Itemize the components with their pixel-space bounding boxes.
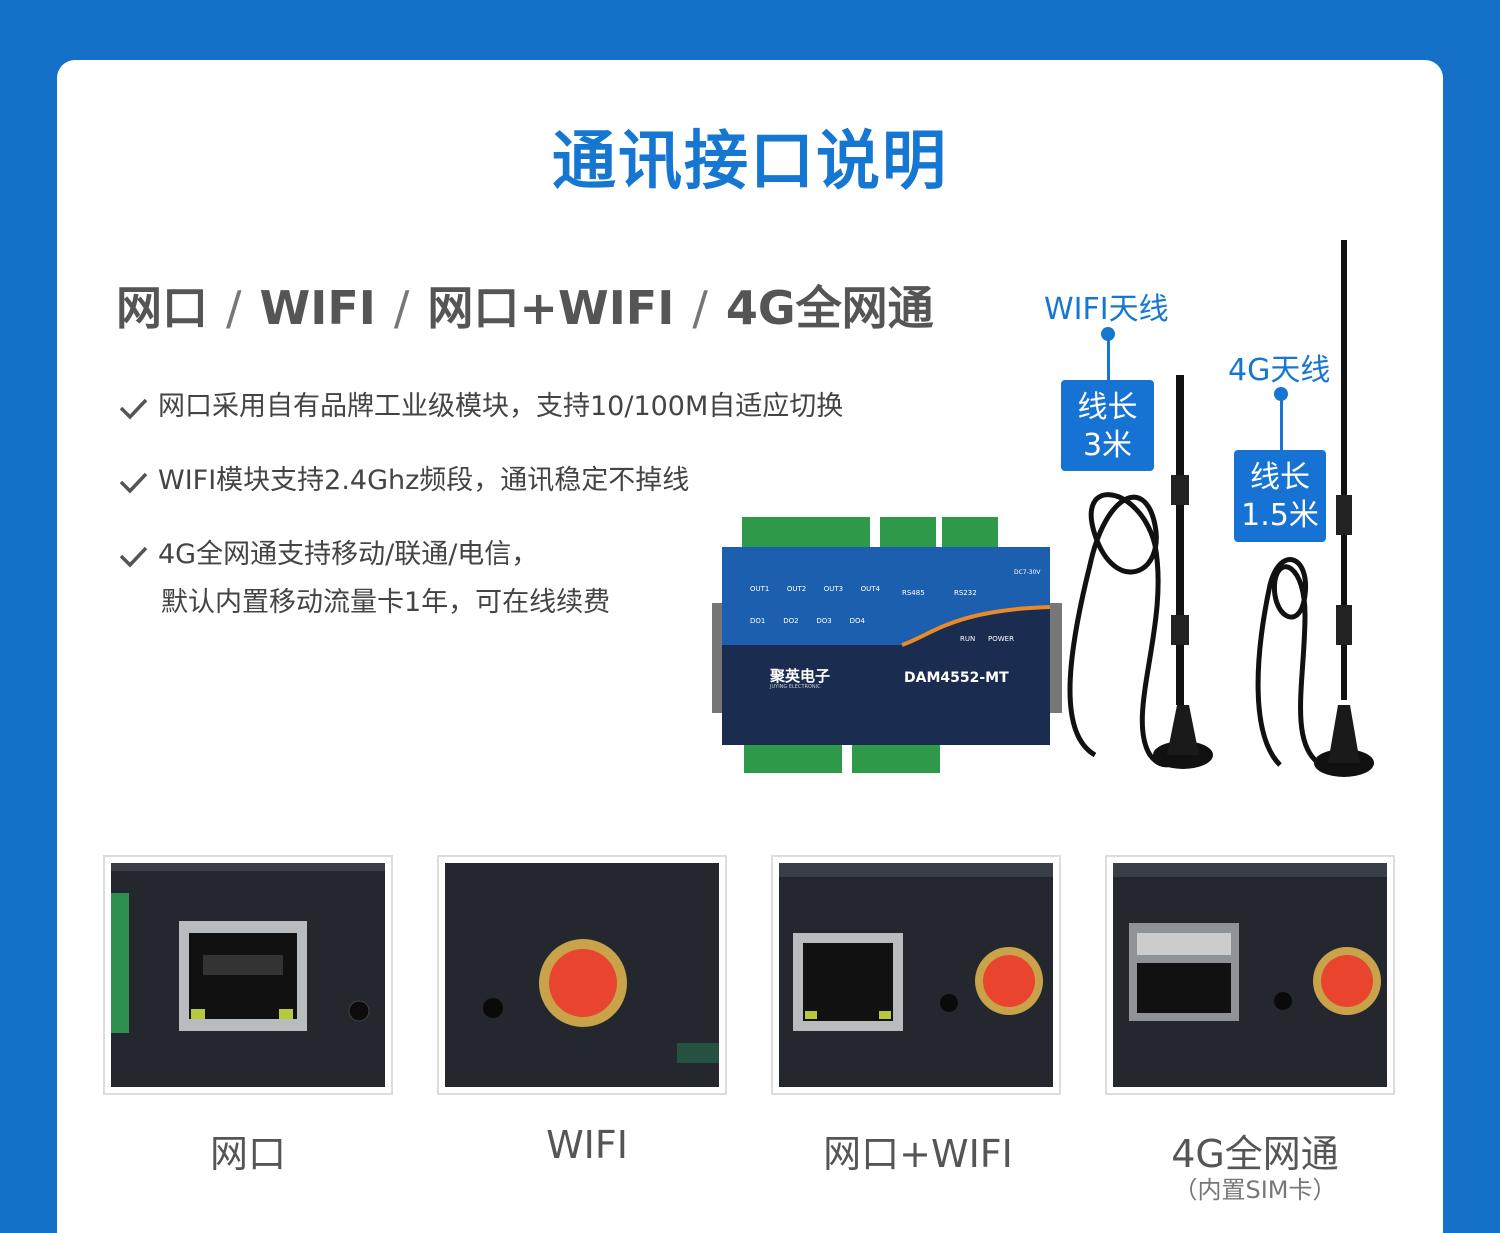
caption-4g-sub: （内置SIM卡）: [1173, 1176, 1337, 1204]
device-brand: 聚英电子: [770, 667, 831, 685]
check-icon: [119, 546, 148, 568]
rs485-label: RS485: [902, 589, 925, 597]
length-label: 线长: [1077, 390, 1138, 425]
wifi-antenna-label: WIFI天线: [1044, 292, 1169, 327]
check-icon: [119, 398, 148, 420]
separator: /: [692, 281, 708, 335]
do-label: DO4: [849, 617, 865, 625]
interface-options: 网口 / WIFI / 网口+WIFI / 4G全网通: [116, 272, 934, 338]
wifi-length-badge: 线长 3米: [1061, 380, 1154, 471]
device-illustration: OUT1 OUT2 OUT3 OUT4 DO1 DO2 DO3 DO4 RS48…: [712, 515, 1062, 780]
feature-text: WIFI模块支持2.4Ghz频段，通讯稳定不掉线: [158, 465, 690, 496]
power-indicator: POWER: [988, 635, 1014, 643]
photo-ethernet: [103, 855, 393, 1095]
separator: /: [226, 281, 242, 335]
caption-ethernet: 网口: [209, 1132, 286, 1176]
output-label: OUT2: [786, 585, 807, 593]
feature-wifi: WIFI模块支持2.4Ghz频段，通讯稳定不掉线: [118, 457, 689, 505]
option-4g: 4G全网通: [725, 281, 934, 335]
device-model: DAM4552-MT: [904, 670, 1009, 686]
check-icon: [119, 472, 148, 494]
feature-ethernet: 网口采用自有品牌工业级模块，支持10/100M自适应切换: [118, 383, 843, 431]
pin-dot: [1274, 387, 1288, 401]
feature-text: 4G全网通支持移动/联通/电信，: [158, 539, 539, 570]
do-label: DO1: [750, 617, 766, 625]
length-label: 线长: [1250, 460, 1310, 495]
option-ethernet: 网口: [116, 281, 208, 335]
output-labels: OUT1 OUT2 OUT3 OUT4: [750, 585, 880, 593]
output-label: OUT3: [823, 585, 844, 593]
rs232-label: RS232: [954, 589, 977, 597]
photo-4g: [1105, 855, 1395, 1095]
page-title: 通讯接口说明: [552, 125, 948, 199]
caption-4g: 4G全网通: [1171, 1132, 1339, 1176]
output-label: OUT4: [860, 585, 880, 593]
length-value: 3米: [1082, 428, 1133, 463]
photo-ethernet-wifi: [771, 855, 1061, 1095]
output-label: OUT1: [750, 585, 770, 593]
device-brand-en: JUYING ELECTRONIC: [770, 684, 821, 690]
pin-line: [1280, 400, 1283, 450]
power-input-label: DC7-30V: [1014, 569, 1041, 576]
antennas-illustration: [1067, 240, 1374, 777]
separator: /: [393, 281, 410, 335]
do-label: DO2: [783, 617, 799, 625]
pin-line: [1107, 340, 1110, 382]
option-ethernet-wifi: 网口+WIFI: [427, 281, 675, 335]
feature-4g: 4G全网通支持移动/联通/电信， 默认内置移动流量卡1年，可在线续费: [118, 531, 610, 627]
do-labels: DO1 DO2 DO3 DO4: [750, 617, 865, 625]
photo-wifi: [437, 855, 727, 1095]
length-value: 1.5米: [1241, 498, 1319, 533]
lte-length-badge: 线长 1.5米: [1234, 450, 1326, 542]
caption-ethernet-wifi: 网口+WIFI: [823, 1132, 1013, 1176]
do-label: DO3: [816, 617, 832, 625]
pin-dot: [1101, 327, 1115, 341]
option-wifi: WIFI: [259, 281, 376, 335]
feature-text: 默认内置移动流量卡1年，可在线续费: [161, 587, 611, 618]
lte-antenna-label: 4G天线: [1228, 353, 1331, 388]
caption-wifi: WIFI: [546, 1123, 628, 1167]
feature-text: 网口采用自有品牌工业级模块，支持10/100M自适应切换: [158, 391, 844, 422]
run-indicator: RUN: [960, 635, 976, 643]
